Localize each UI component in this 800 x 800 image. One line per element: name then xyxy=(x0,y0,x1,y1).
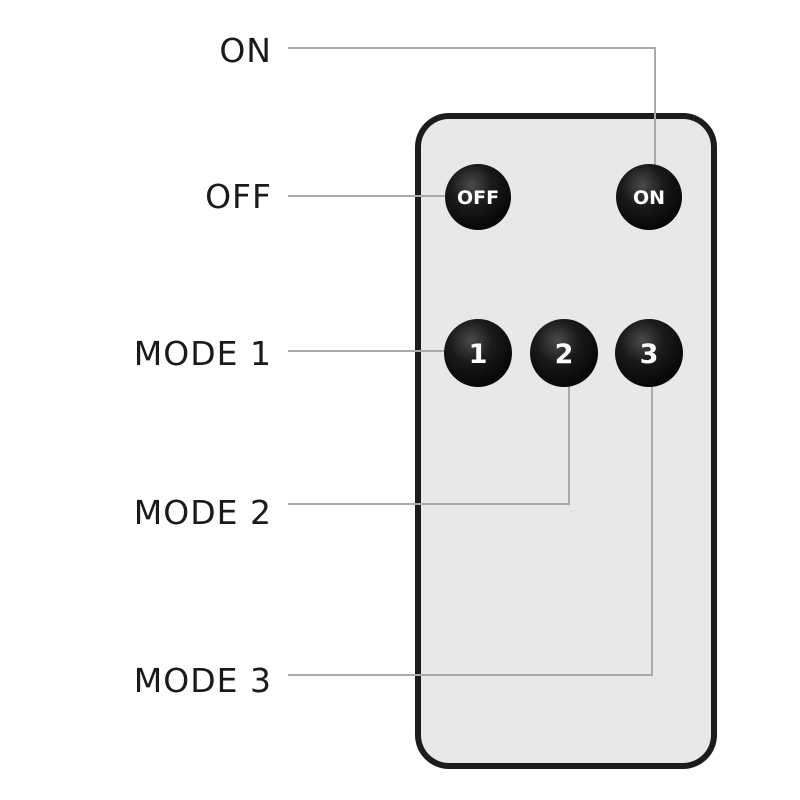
callout-label-mode3: MODE 3 xyxy=(134,661,272,700)
leader-line-mode2 xyxy=(288,382,570,505)
mode-3-button-label: 3 xyxy=(640,339,659,370)
mode-1-button[interactable]: 1 xyxy=(444,319,512,387)
off-button-label: OFF xyxy=(457,187,499,209)
on-button-label: ON xyxy=(633,187,665,209)
on-button[interactable]: ON xyxy=(616,164,682,230)
mode-3-button[interactable]: 3 xyxy=(615,319,683,387)
mode-1-button-label: 1 xyxy=(469,339,488,370)
off-button[interactable]: OFF xyxy=(445,164,511,230)
callout-label-off: OFF xyxy=(205,177,272,216)
mode-2-button-label: 2 xyxy=(555,339,574,370)
callout-label-on: ON xyxy=(219,31,272,70)
remote-body xyxy=(415,113,717,769)
leader-line-mode3 xyxy=(288,382,653,676)
callout-label-mode2: MODE 2 xyxy=(134,493,272,532)
callout-label-mode1: MODE 1 xyxy=(134,334,272,373)
leader-line-on xyxy=(288,47,656,172)
mode-2-button[interactable]: 2 xyxy=(530,319,598,387)
